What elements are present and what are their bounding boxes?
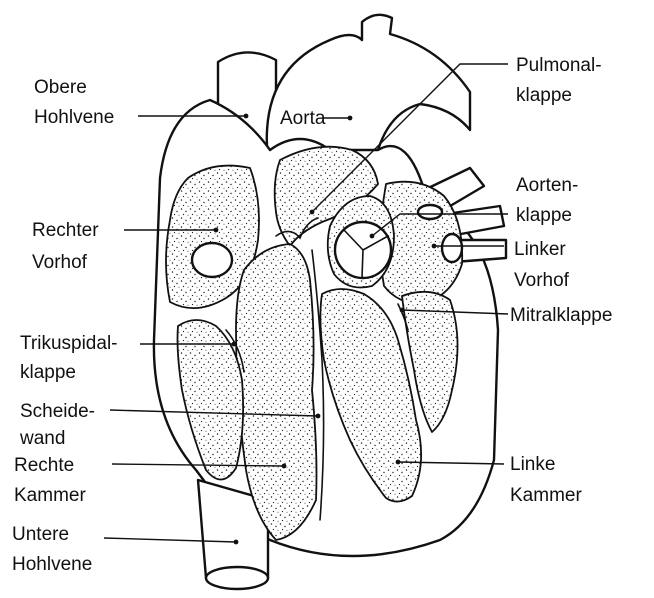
label-rechter-vorhof: Rechter Vorhof bbox=[32, 220, 104, 273]
label-aortenklappe: Aorten- klappe bbox=[516, 175, 584, 226]
label-linke-kammer: Linke Kammer bbox=[510, 454, 582, 506]
label-trikuspidalklappe: Trikuspidal- klappe bbox=[20, 333, 123, 383]
label-untere-hohlvene: Untere Hohlvene bbox=[12, 524, 92, 575]
label-aorta: Aorta bbox=[280, 108, 326, 129]
label-rechte-kammer: Rechte Kammer bbox=[14, 455, 86, 506]
aortic-valve bbox=[335, 222, 391, 278]
label-scheidewand: Scheide- wand bbox=[19, 401, 100, 449]
label-linker-vorhof: Linker Vorhof bbox=[514, 239, 571, 291]
label-pulmonalklappe: Pulmonal- klappe bbox=[516, 55, 607, 106]
label-obere-hohlvene: Obere Hohlvene bbox=[34, 77, 114, 128]
inferior-vena-cava-opening bbox=[206, 567, 268, 589]
pulmonary-vein-opening-upper bbox=[418, 205, 442, 219]
pulmonary-vein-opening bbox=[442, 234, 462, 262]
label-mitralklappe: Mitralklappe bbox=[510, 305, 612, 326]
right-atrium-opening bbox=[192, 243, 232, 277]
